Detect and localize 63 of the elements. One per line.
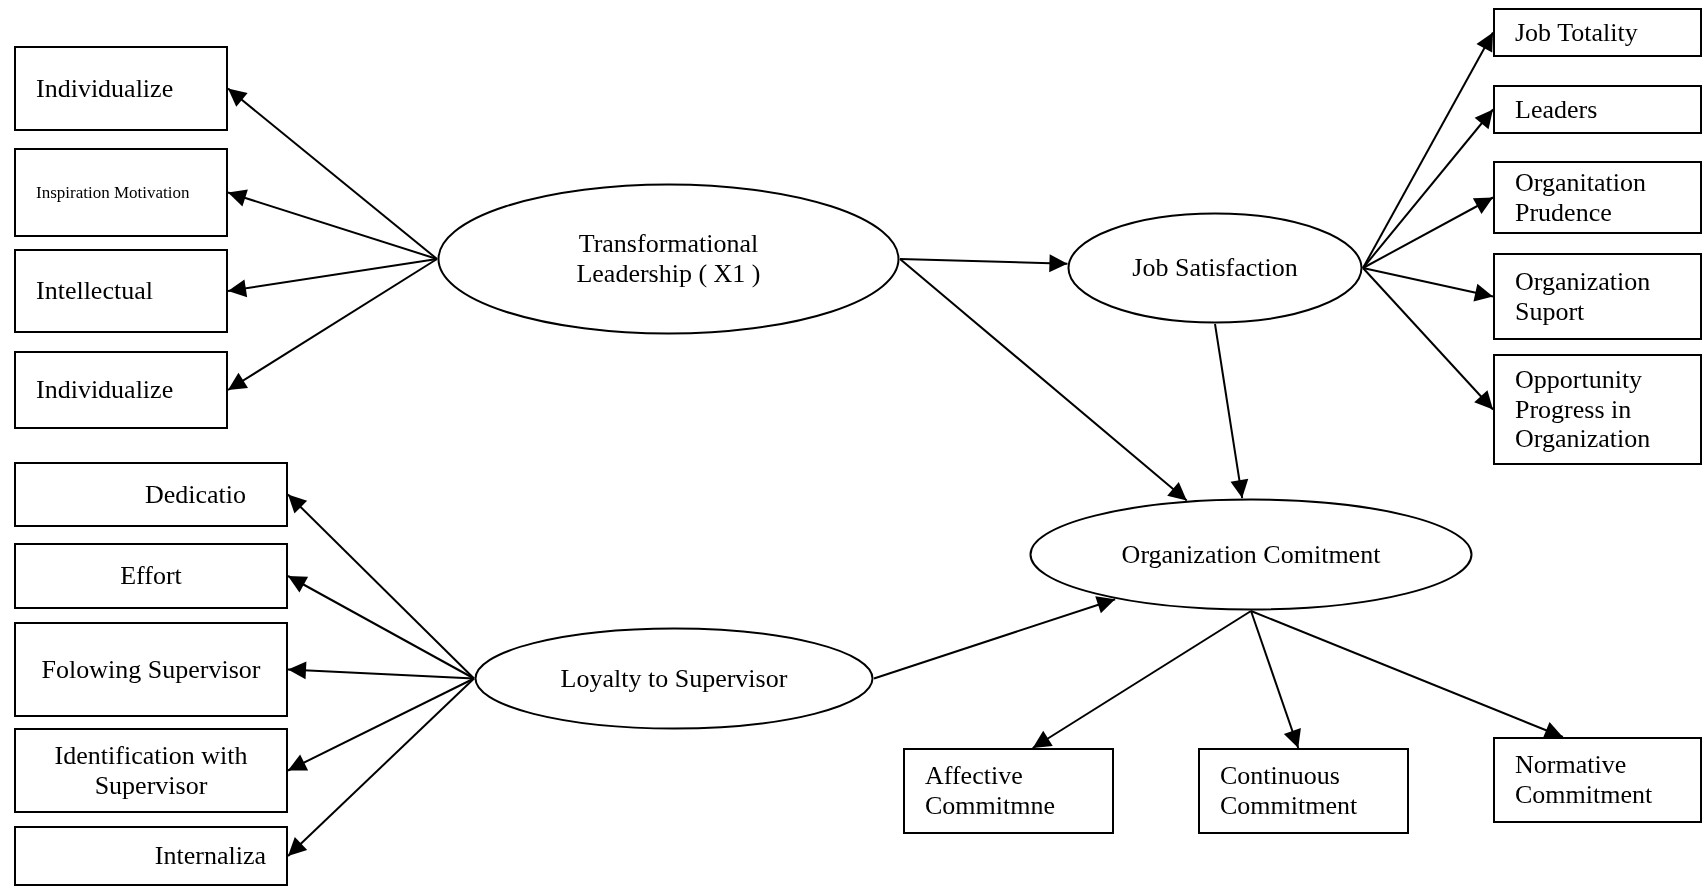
arrow bbox=[1250, 610, 1564, 739]
construct-ellipse bbox=[1067, 212, 1363, 324]
indicator-box bbox=[1198, 748, 1409, 834]
indicator-box bbox=[1493, 161, 1702, 234]
indicator-box bbox=[14, 543, 288, 609]
indicator-box bbox=[14, 728, 288, 813]
arrow bbox=[1214, 323, 1249, 500]
indicator-label: Continuous Commitment bbox=[1220, 761, 1359, 821]
indicator-label: Normative Commitment bbox=[1515, 750, 1654, 810]
indicator-box bbox=[14, 148, 228, 237]
arrow bbox=[227, 87, 438, 260]
indicator-label: Inspiration Motivation bbox=[36, 182, 190, 203]
indicator-label: Job Totality bbox=[1515, 17, 1638, 48]
arrow bbox=[899, 258, 1188, 502]
indicator-box bbox=[1493, 737, 1702, 823]
arrow bbox=[1031, 610, 1252, 749]
construct-ellipse bbox=[1029, 498, 1473, 611]
construct-label: Organization Comitment bbox=[1121, 539, 1381, 570]
arrow bbox=[873, 596, 1117, 680]
indicator-label: Leaders bbox=[1515, 94, 1598, 125]
construct-ellipse bbox=[437, 183, 900, 335]
indicator-box bbox=[14, 249, 228, 333]
indicator-label: Dedicatio bbox=[144, 479, 246, 510]
indicator-label: Folowing Supervisor bbox=[41, 654, 261, 685]
indicator-label: Internaliza bbox=[154, 841, 266, 871]
indicator-box bbox=[14, 462, 288, 527]
indicator-box bbox=[903, 748, 1114, 834]
construct-label: Transformational Leadership ( X1 ) bbox=[575, 229, 762, 289]
indicator-label: Affective Commitmne bbox=[925, 761, 1056, 821]
indicator-box bbox=[14, 622, 288, 717]
indicator-label: Organization Suport bbox=[1515, 266, 1652, 327]
arrow bbox=[227, 258, 438, 391]
arrow bbox=[227, 258, 438, 298]
indicator-box bbox=[1493, 8, 1702, 57]
arrow bbox=[1362, 31, 1494, 269]
indicator-box bbox=[1493, 85, 1702, 134]
arrow bbox=[1250, 610, 1301, 749]
construct-label: Loyalty to Supervisor bbox=[560, 663, 788, 694]
indicator-box bbox=[1493, 253, 1702, 340]
arrow bbox=[227, 189, 438, 260]
arrow bbox=[1362, 108, 1494, 269]
indicator-box bbox=[14, 46, 228, 131]
indicator-box bbox=[14, 826, 288, 886]
arrow bbox=[287, 661, 475, 680]
indicator-label: Individualize bbox=[36, 375, 174, 405]
indicator-label: Organitation Prudence bbox=[1515, 167, 1647, 228]
arrow bbox=[287, 677, 475, 772]
indicator-label: Intellectual bbox=[36, 276, 153, 306]
arrow bbox=[287, 575, 475, 680]
indicator-label: Opportunity Progress in Organization bbox=[1515, 364, 1652, 455]
arrow bbox=[287, 677, 475, 857]
arrow bbox=[1362, 196, 1494, 269]
arrow bbox=[1362, 267, 1494, 302]
construct-label: Job Satisfaction bbox=[1132, 253, 1298, 283]
indicator-label: Effort bbox=[120, 561, 182, 591]
indicator-box bbox=[1493, 354, 1702, 465]
arrow bbox=[899, 254, 1069, 273]
construct-ellipse bbox=[474, 627, 874, 730]
arrow bbox=[1362, 267, 1494, 411]
indicator-label: Individualize bbox=[36, 73, 174, 104]
arrow bbox=[287, 493, 475, 680]
indicator-label: Identification with Supervisor bbox=[53, 740, 249, 801]
indicator-box bbox=[14, 351, 228, 429]
